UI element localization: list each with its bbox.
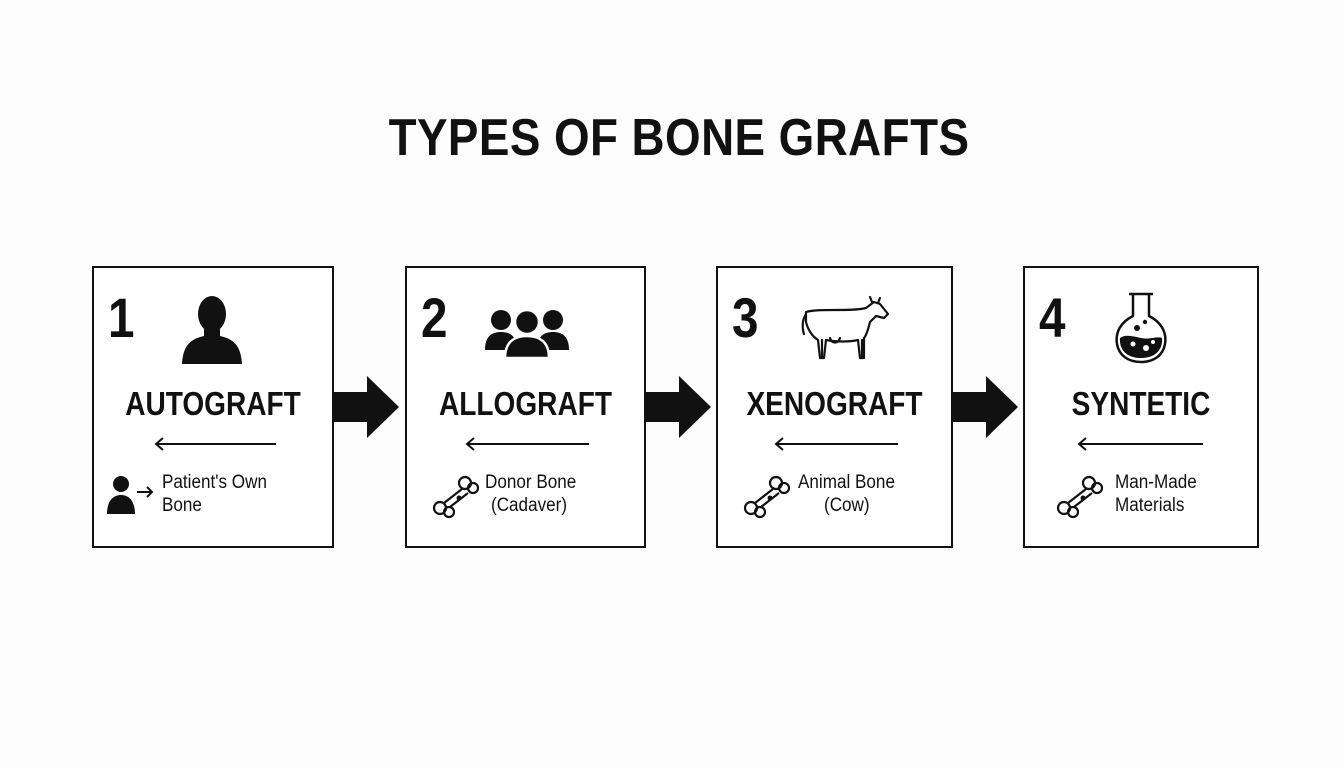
card-label: ALLOGRAFT xyxy=(439,385,612,422)
card-description-line1: Patient's Own xyxy=(162,472,267,493)
card-label: SYNTETIC xyxy=(1071,385,1211,422)
bone-icon xyxy=(432,475,480,519)
card-description-line2: (Cow) xyxy=(824,495,870,516)
card-number: 2 xyxy=(421,286,448,349)
card-description-line2: (Cadaver) xyxy=(491,495,568,516)
cow-icon xyxy=(801,295,890,360)
left-arrow-icon xyxy=(1077,437,1203,451)
card-xenograft: 3 XENOGRAFT Animal Bone (Cow) xyxy=(716,266,953,548)
card-synthetic: 4 SYNTETIC Man-Made Materials xyxy=(1023,266,1259,548)
card-description-line1: Man-Made xyxy=(1115,472,1197,493)
bone-icon xyxy=(1056,475,1104,519)
card-description-line2: Bone xyxy=(162,495,202,516)
group-icon xyxy=(485,308,569,360)
bone-icon xyxy=(743,475,791,519)
card-number: 1 xyxy=(108,286,135,349)
card-number: 3 xyxy=(732,286,759,349)
person-icon xyxy=(182,296,242,364)
left-arrow-icon xyxy=(154,437,276,451)
card-label: AUTOGRAFT xyxy=(125,385,301,422)
card-description-line1: Donor Bone xyxy=(485,472,577,493)
card-autograft: 1 AUTOGRAFT Patient's Own Bone xyxy=(92,266,334,548)
flask-icon xyxy=(1115,292,1167,364)
flow-arrow-icon xyxy=(645,376,711,438)
flow-arrow-icon xyxy=(952,376,1018,438)
left-arrow-icon xyxy=(774,437,898,451)
card-label: XENOGRAFT xyxy=(746,385,923,422)
card-description-line1: Animal Bone xyxy=(798,472,895,493)
person-arrow-icon xyxy=(107,476,154,514)
flow-arrow-icon xyxy=(333,376,399,438)
left-arrow-icon xyxy=(465,437,589,451)
card-description-line2: Materials xyxy=(1115,495,1185,516)
card-number: 4 xyxy=(1039,286,1066,349)
diagram-title: TYPES OF BONE GRAFTS xyxy=(388,109,970,167)
card-allograft: 2 ALLOGRAFT Donor Bone (Cadaver) xyxy=(405,266,646,548)
